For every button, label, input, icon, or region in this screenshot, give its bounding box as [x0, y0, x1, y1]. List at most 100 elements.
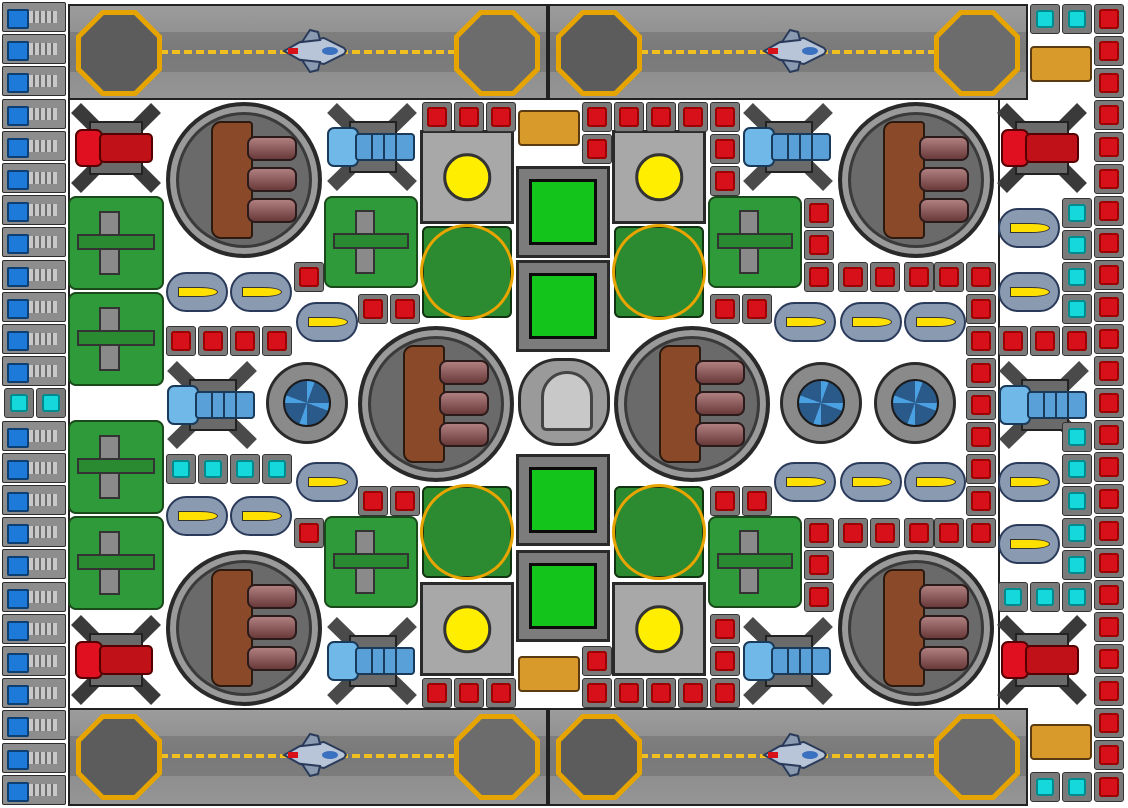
red-armor-block[interactable]	[804, 262, 834, 292]
red-armor-block[interactable]	[294, 518, 324, 548]
cyan-armor-block[interactable]	[1062, 422, 1092, 452]
cyan-armor-block[interactable]	[1062, 230, 1092, 260]
red-armor-block[interactable]	[1094, 612, 1124, 642]
battery-cell-icon[interactable]	[2, 710, 66, 741]
red-armor-block[interactable]	[966, 422, 996, 452]
red-armor-block[interactable]	[966, 390, 996, 420]
interceptor-icon[interactable]	[998, 272, 1060, 312]
cyan-armor-block[interactable]	[1062, 550, 1092, 580]
battery-cell-icon[interactable]	[2, 613, 66, 644]
reactor-icon[interactable]	[838, 550, 994, 706]
fighter-ship-icon[interactable]	[280, 28, 350, 74]
blue-turret-icon[interactable]	[166, 360, 258, 450]
red-armor-block[interactable]	[1030, 326, 1060, 356]
interceptor-icon[interactable]	[166, 272, 228, 312]
cyan-armor-block[interactable]	[262, 454, 292, 484]
green-generator-icon[interactable]	[324, 516, 418, 608]
fighter-ship-icon[interactable]	[280, 732, 350, 778]
mining-laser-icon[interactable]	[518, 110, 580, 146]
red-armor-block[interactable]	[742, 486, 772, 516]
battery-cell-icon[interactable]	[2, 163, 66, 193]
red-armor-block[interactable]	[1094, 132, 1124, 162]
interceptor-icon[interactable]	[998, 462, 1060, 502]
interceptor-icon[interactable]	[230, 272, 292, 312]
reactor-icon[interactable]	[838, 102, 994, 258]
red-armor-block[interactable]	[1094, 228, 1124, 258]
red-armor-block[interactable]	[486, 102, 516, 132]
yellow-reactor-icon[interactable]	[420, 130, 514, 224]
red-turret-icon[interactable]	[996, 102, 1088, 194]
cyan-armor-block[interactable]	[998, 582, 1028, 612]
battery-cell-icon[interactable]	[2, 227, 66, 258]
interceptor-icon[interactable]	[998, 524, 1060, 564]
cyan-armor-block[interactable]	[36, 388, 66, 418]
red-armor-block[interactable]	[870, 262, 900, 292]
cooling-fan-icon[interactable]	[780, 362, 862, 444]
red-armor-block[interactable]	[966, 486, 996, 516]
cyan-armor-block[interactable]	[1062, 454, 1092, 484]
battery-cell-icon[interactable]	[2, 774, 66, 805]
battery-cell-icon[interactable]	[2, 98, 66, 129]
red-armor-block[interactable]	[1094, 516, 1124, 546]
cyan-armor-block[interactable]	[1030, 772, 1060, 802]
red-armor-block[interactable]	[742, 294, 772, 324]
blue-turret-icon[interactable]	[742, 102, 834, 192]
red-turret-icon[interactable]	[70, 102, 162, 194]
red-armor-block[interactable]	[1094, 484, 1124, 514]
red-armor-block[interactable]	[454, 678, 484, 708]
red-armor-block[interactable]	[582, 646, 612, 676]
cyan-armor-block[interactable]	[1030, 582, 1060, 612]
cyan-armor-block[interactable]	[4, 388, 34, 418]
green-generator-icon[interactable]	[708, 196, 802, 288]
green-generator-icon[interactable]	[68, 196, 164, 290]
red-armor-block[interactable]	[358, 486, 388, 516]
mining-laser-icon[interactable]	[518, 656, 580, 692]
interceptor-icon[interactable]	[296, 462, 358, 502]
yellow-reactor-icon[interactable]	[420, 582, 514, 676]
red-armor-block[interactable]	[646, 102, 676, 132]
green-generator-icon[interactable]	[708, 516, 802, 608]
red-turret-icon[interactable]	[996, 614, 1088, 706]
green-pad-icon[interactable]	[516, 550, 610, 642]
interceptor-icon[interactable]	[774, 302, 836, 342]
thruster-engine-icon[interactable]	[420, 224, 514, 320]
cyan-armor-block[interactable]	[1062, 772, 1092, 802]
red-armor-block[interactable]	[1094, 196, 1124, 226]
interceptor-icon[interactable]	[166, 496, 228, 536]
blue-turret-icon[interactable]	[998, 360, 1090, 450]
interceptor-icon[interactable]	[904, 462, 966, 502]
red-armor-block[interactable]	[1094, 388, 1124, 418]
battery-cell-icon[interactable]	[2, 291, 66, 322]
battery-cell-icon[interactable]	[2, 195, 66, 226]
red-turret-icon[interactable]	[70, 614, 162, 706]
red-armor-block[interactable]	[934, 262, 964, 292]
red-armor-block[interactable]	[1094, 4, 1124, 34]
reactor-icon[interactable]	[166, 550, 322, 706]
red-armor-block[interactable]	[966, 454, 996, 484]
reactor-icon[interactable]	[614, 326, 770, 482]
battery-cell-icon[interactable]	[2, 66, 66, 97]
fighter-ship-icon[interactable]	[760, 28, 830, 74]
red-armor-block[interactable]	[870, 518, 900, 548]
red-armor-block[interactable]	[1094, 708, 1124, 738]
interceptor-icon[interactable]	[840, 302, 902, 342]
red-armor-block[interactable]	[710, 614, 740, 644]
green-pad-icon[interactable]	[516, 260, 610, 352]
thruster-engine-icon[interactable]	[612, 484, 706, 580]
red-armor-block[interactable]	[998, 326, 1028, 356]
interceptor-icon[interactable]	[840, 462, 902, 502]
battery-cell-icon[interactable]	[2, 130, 66, 161]
red-armor-block[interactable]	[678, 102, 708, 132]
green-generator-icon[interactable]	[68, 420, 164, 514]
red-armor-block[interactable]	[1094, 772, 1124, 802]
red-armor-block[interactable]	[966, 294, 996, 324]
red-armor-block[interactable]	[422, 678, 452, 708]
battery-cell-icon[interactable]	[2, 34, 66, 65]
cyan-armor-block[interactable]	[1062, 4, 1092, 34]
battery-cell-icon[interactable]	[2, 324, 66, 354]
red-armor-block[interactable]	[166, 326, 196, 356]
red-armor-block[interactable]	[966, 326, 996, 356]
fighter-ship-icon[interactable]	[760, 732, 830, 778]
red-armor-block[interactable]	[1094, 260, 1124, 290]
cyan-armor-block[interactable]	[166, 454, 196, 484]
